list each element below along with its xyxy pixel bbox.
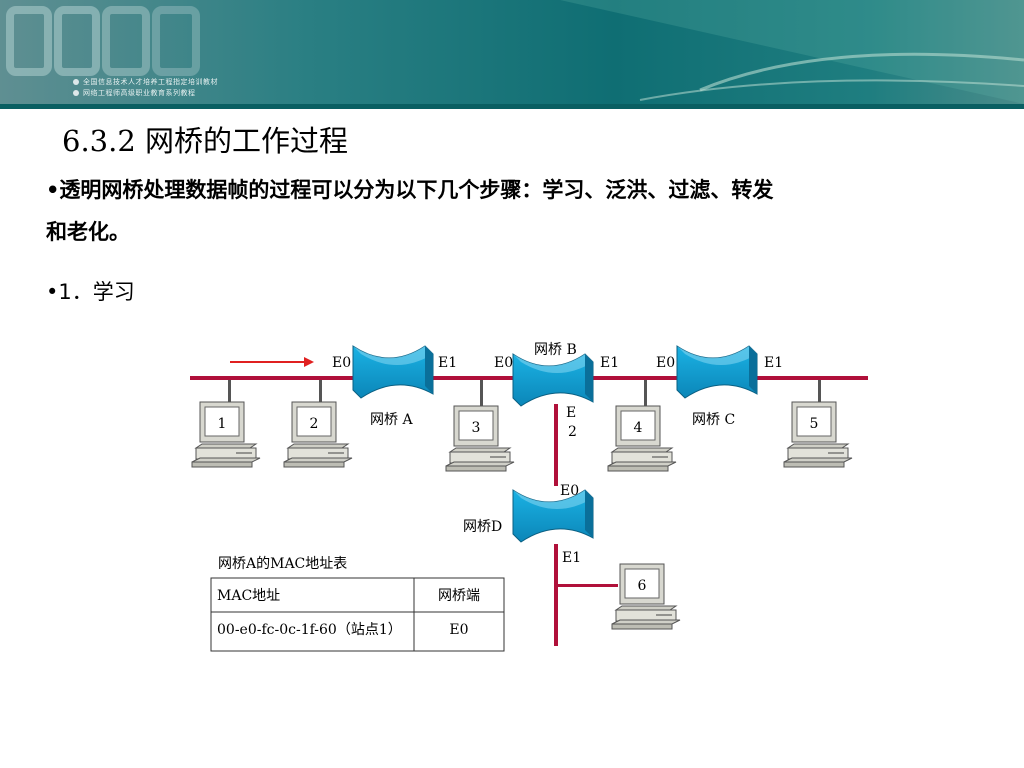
bridge-d-icon [512, 489, 594, 543]
station-5-label: 5 [810, 416, 819, 432]
bridge-d-label: 网桥D [463, 519, 502, 535]
bridge-c-port-left: E0 [656, 355, 675, 371]
banner-subtitle-2-text: 网络工程师高级职业教育系列教程 [83, 89, 196, 97]
bridge-a-icon [352, 345, 434, 399]
bridge-b-port-down-2: 2 [568, 424, 577, 440]
station-2-computer-icon [283, 401, 353, 468]
bridge-b-port-left: E0 [494, 355, 513, 371]
station-drop-4 [644, 380, 647, 406]
bridge-b-port-down-1: E [566, 405, 576, 421]
banner-decoration [6, 0, 1024, 104]
bullet-1-line-1: •透明网桥处理数据帧的过程可以分为以下几个步骤：学习、泛洪、过滤、转发 [46, 178, 774, 202]
banner-subtitle-1-text: 全国信息技术人才培养工程指定培训教材 [83, 78, 218, 86]
bullet-2: •1．学习 [46, 280, 135, 304]
station-1-label: 1 [218, 416, 227, 432]
station-6-computer-icon [611, 563, 681, 630]
station-drop-1 [228, 380, 231, 402]
station-drop-3 [480, 380, 483, 406]
station-2-label: 2 [310, 416, 319, 432]
mac-table-cell-port: E0 [449, 622, 468, 638]
station-3-label: 3 [472, 420, 481, 436]
bridge-d-port-top: E0 [560, 483, 579, 499]
bridge-b-port-right: E1 [600, 355, 619, 371]
banner-divider [0, 104, 1024, 109]
bridge-b-icon [512, 353, 594, 407]
slide-title: 6.3.2 网桥的工作过程 [62, 124, 349, 158]
bridge-a-port-right: E1 [438, 355, 457, 371]
station-1-computer-icon [191, 401, 261, 468]
bullet-1-line-2: 和老化。 [46, 220, 130, 244]
bridge-d-port-bottom: E1 [562, 550, 581, 566]
bridge-c-icon [676, 345, 758, 399]
station-3-computer-icon [445, 405, 515, 472]
station-drop-5 [818, 380, 821, 402]
banner-bullet-icon [73, 79, 79, 85]
mac-table-header-port: 网桥端 [438, 588, 480, 604]
station-5-computer-icon [783, 401, 853, 468]
mac-table-header-address: MAC地址 [217, 588, 280, 604]
banner-subtitle-2: 网络工程师高级职业教育系列教程 [73, 88, 196, 98]
lan-drop-6 [558, 584, 618, 587]
station-drop-2 [319, 380, 322, 402]
banner-bullet-icon [73, 90, 79, 96]
station-6-label: 6 [638, 578, 647, 594]
station-4-label: 4 [634, 420, 643, 436]
mac-table-caption: 网桥A的MAC地址表 [218, 556, 347, 572]
bridge-c-label: 网桥 C [692, 412, 735, 428]
lan-segment-d [554, 544, 558, 646]
mac-table-cell-address: 00-e0-fc-0c-1f-60（站点1） [217, 622, 402, 638]
frame-arrow-head-icon [304, 357, 314, 367]
header-banner [0, 0, 1024, 104]
bridge-a-label: 网桥 A [370, 412, 413, 428]
banner-subtitle-1: 全国信息技术人才培养工程指定培训教材 [73, 77, 218, 87]
lan-link-b-d [554, 404, 558, 486]
station-4-computer-icon [607, 405, 677, 472]
mac-table: MAC地址 网桥端 00-e0-fc-0c-1f-60（站点1） E0 [210, 577, 505, 652]
bridge-c-port-right: E1 [764, 355, 783, 371]
bridge-b-label: 网桥 B [534, 342, 577, 358]
bridge-a-port-left: E0 [332, 355, 351, 371]
